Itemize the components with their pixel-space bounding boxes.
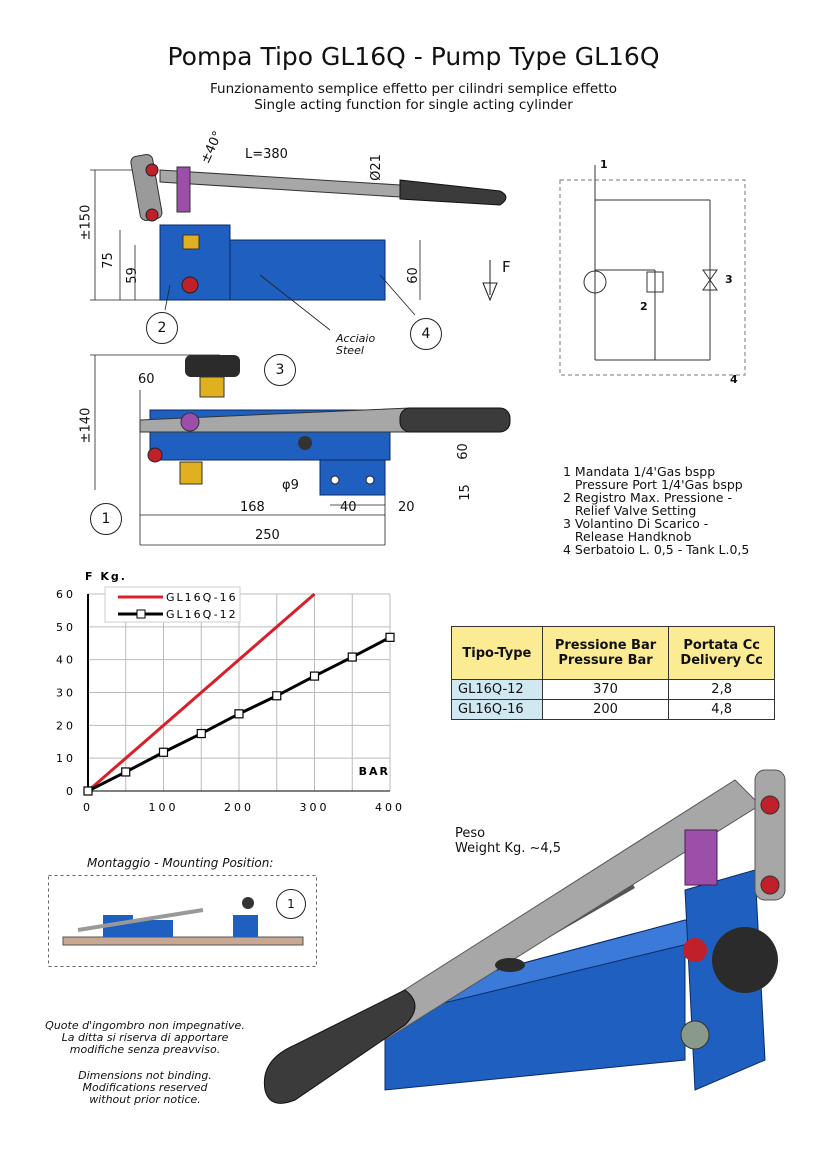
legend-line: 1 Mandata 1/4'Gas bspp [563,464,716,479]
dim-h75: 75 [100,252,116,269]
dim-250: 250 [255,528,280,543]
y-tick-label: 0 [66,785,76,798]
material-english: Steel [336,344,364,357]
dim-length: L=380 [245,147,288,162]
legend-line: Pressure Port 1/4'Gas bspp [563,477,743,492]
pump-3d-render [263,769,786,1104]
x-tick-label: 200 [224,801,254,814]
schematic-port-3: 3 [725,273,733,286]
dim-40: 40 [340,500,357,515]
y-tick-label: 10 [56,752,76,765]
legend-label: GL16Q-16 [166,591,238,604]
schematic-port-4: 4 [730,373,738,386]
notes-english: Dimensions not binding.Modifications res… [78,1069,212,1106]
force-pressure-chart: 0 10 20 30 40 50 60 0 100 200 300 400 F Kg. BAR GL16Q-… [56,570,405,814]
dim-h59: 59 [124,267,140,284]
page-title: Pompa Tipo GL16Q - Pump Type GL16Q [167,42,660,71]
top-view-drawing [90,354,511,546]
dim-15: 15 [457,484,473,501]
data-point [309,671,320,681]
legend-line: Release Handknob [563,529,692,544]
callout-1: 1 [90,503,122,535]
data-point [234,709,244,719]
x-axis-label: BAR [359,765,390,778]
y-tick-label: 60 [56,588,76,601]
callout-2: 2 [146,312,178,344]
weight-label: Peso [455,826,486,841]
dim-20: 20 [398,500,415,515]
x-tick-label: 400 [375,801,405,814]
x-tick-label: 0 [83,801,93,814]
legend-line: 3 Volantino Di Scarico - [563,516,709,531]
data-point [158,747,169,757]
x-tick-label: 300 [300,801,330,814]
callout-4: 4 [410,318,442,350]
force-label: F [502,258,511,276]
subtitle-english: Single acting function for single acting… [254,97,573,113]
schematic-port-2: 2 [640,300,648,313]
mounting-diagram [48,875,317,967]
legend-marker [136,609,146,619]
dim-side-60: 60 [455,443,471,460]
dim-hole: φ9 [282,478,299,493]
data-point [347,652,357,662]
dim-diameter: Ø21 [368,154,384,181]
y-tick-label: 50 [56,621,76,634]
hydraulic-schematic [559,165,746,376]
dim-top-60: 60 [138,372,155,387]
subtitle-italian: Funzionamento semplice effetto per cilin… [210,81,617,97]
y-tick-label: 20 [56,719,76,732]
data-point [272,691,282,701]
side-view-drawing [90,153,507,331]
legend-line: 2 Registro Max. Pressione - [563,490,732,505]
legend-box [104,586,241,623]
header-type: Tipo-Type [451,626,543,680]
dim-width: ±140 [78,407,94,444]
weight-value: Weight Kg. ~4,5 [455,841,562,856]
schematic-port-1: 1 [600,158,608,171]
data-point [83,786,93,796]
x-tick-label: 100 [149,801,179,814]
parts-legend: 1 Mandata 1/4'Gas bspp Pressure Port 1/4… [563,465,749,556]
callout-3: 3 [264,354,296,386]
data-point [196,728,206,739]
dim-height-total: ±150 [78,204,94,241]
notes-italian: Quote d'ingombro non impegnative.La ditt… [45,1019,245,1056]
material-italian: Acciaio [336,332,376,345]
legend-label: GL16Q-12 [166,608,238,621]
data-point [385,632,395,642]
legend-line: 4 Serbatoio L. 0,5 - Tank L.0,5 [563,542,750,557]
series-line-GL16Q-16 [87,592,316,793]
dim-h60: 60 [405,267,421,284]
dim-168: 168 [240,500,265,515]
legend-line: Relief Valve Setting [563,503,697,518]
mounting-callout-1: 1 [276,889,306,919]
y-tick-label: 30 [56,687,76,700]
data-point [121,767,131,777]
y-axis-label: F Kg. [85,570,127,583]
mounting-title: Montaggio - Mounting Position: [87,856,274,870]
y-tick-label: 40 [56,654,76,667]
